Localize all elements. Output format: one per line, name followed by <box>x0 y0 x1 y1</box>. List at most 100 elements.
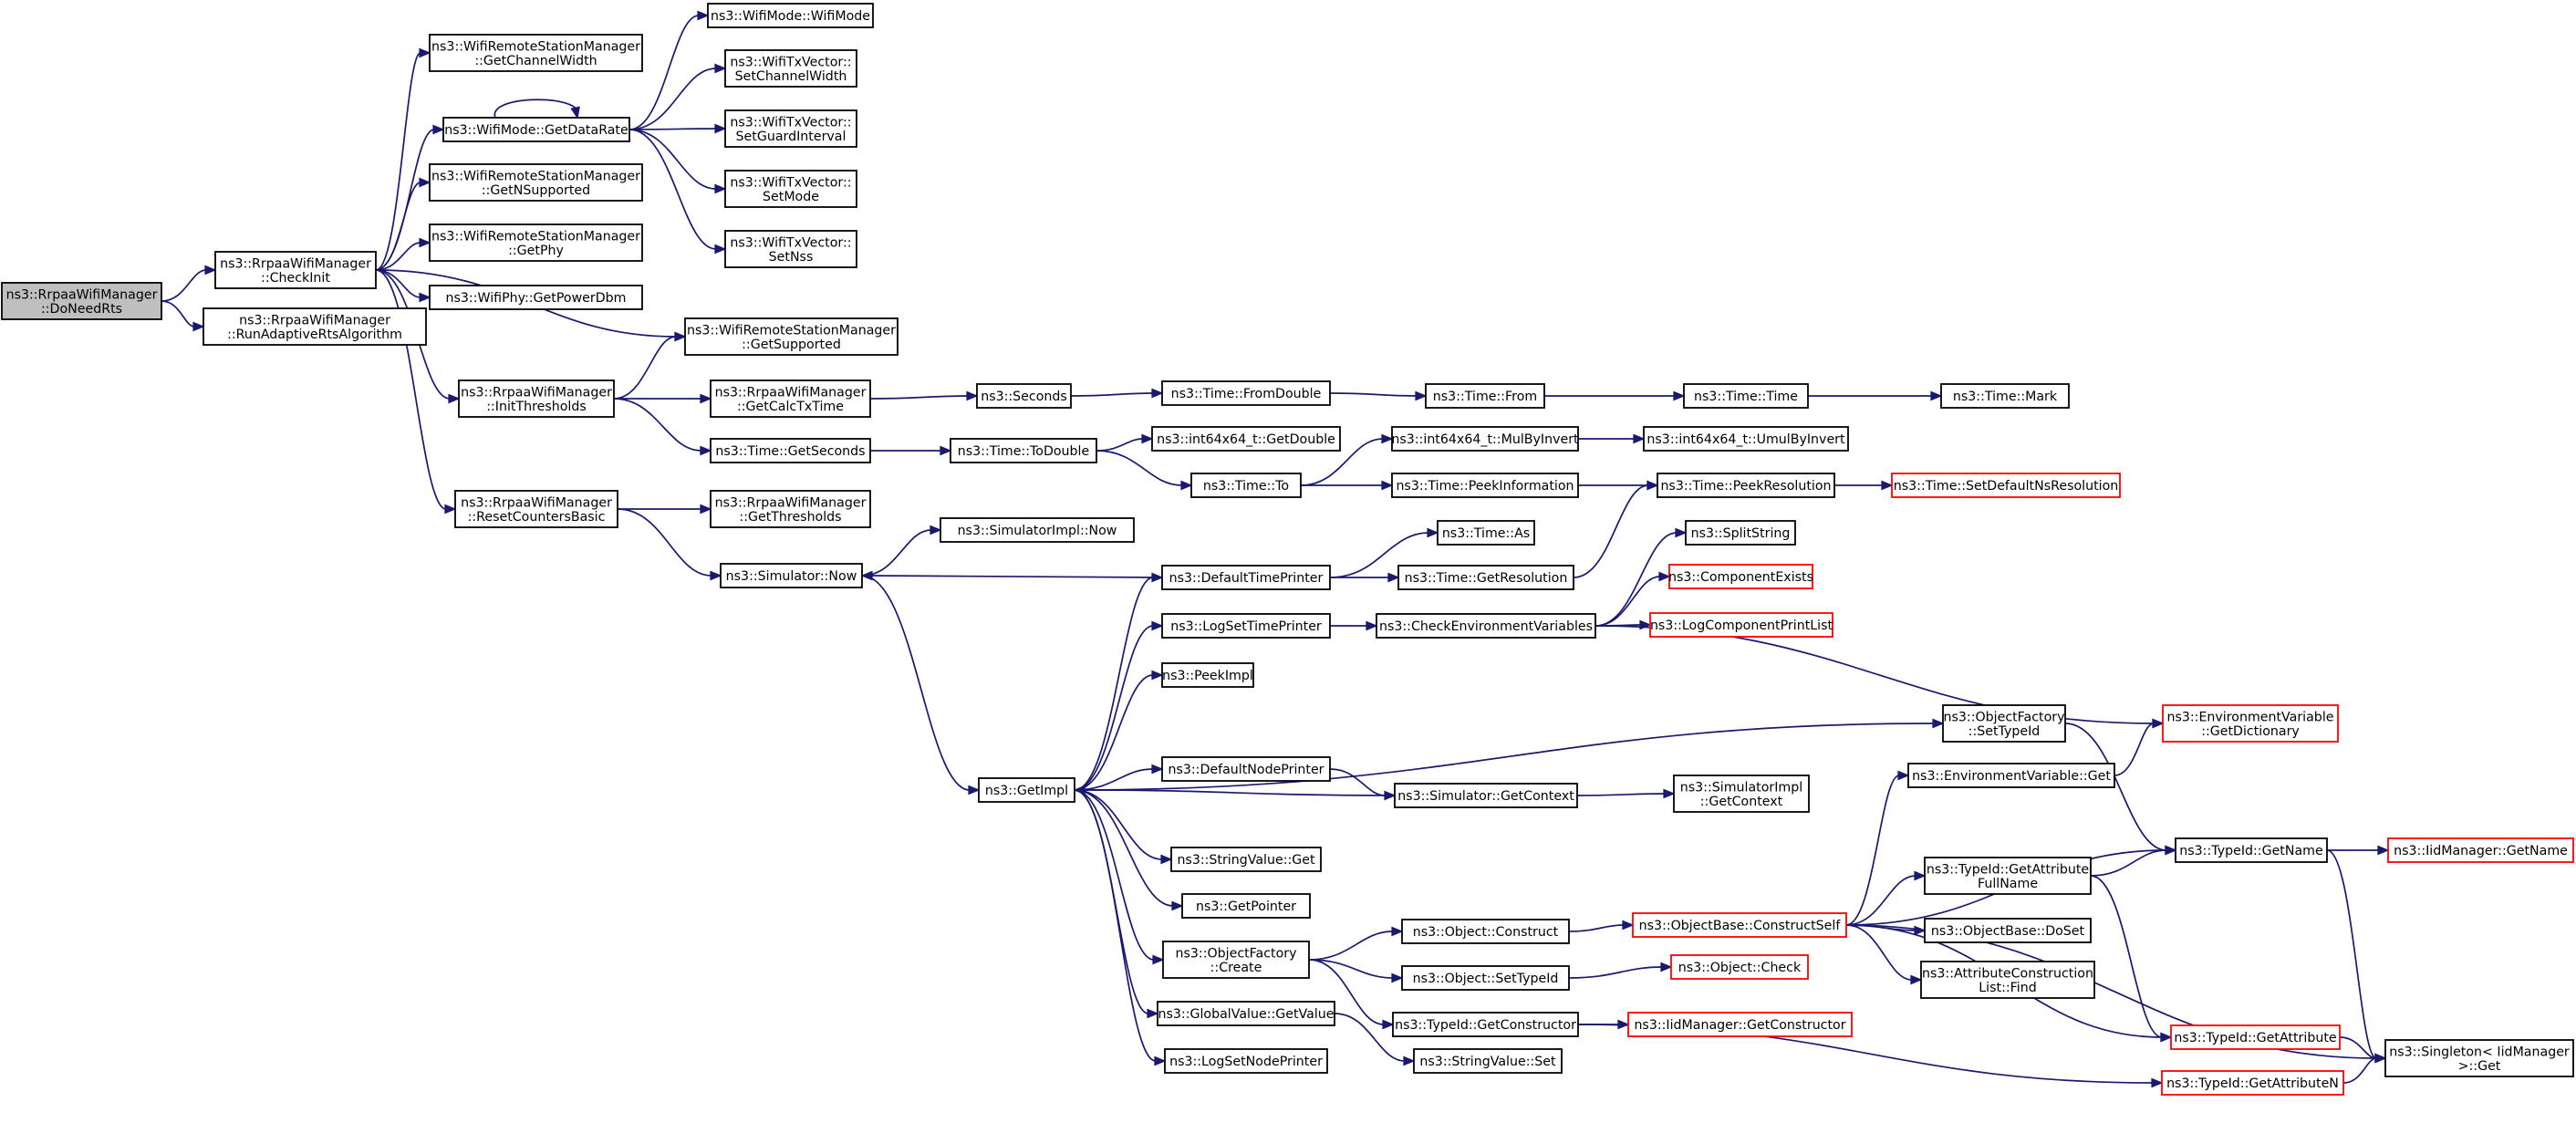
function-node-n68[interactable]: ns3::Singleton< IidManager >::Get <box>2384 1039 2574 1077</box>
node-label: ::GetThresholds <box>739 510 841 525</box>
function-node-n39[interactable]: ns3::Time::As <box>1437 520 1535 546</box>
function-node-n66[interactable]: ns3::EnvironmentVariable::GetDictionary <box>2162 704 2339 743</box>
node-box <box>429 285 643 310</box>
edge-line <box>2326 849 2377 1059</box>
edge-line <box>628 129 717 190</box>
node-label: ns3::ObjectFactory <box>1944 710 2065 724</box>
function-node-n38[interactable]: ns3::Time::PeekInformation <box>1391 473 1579 498</box>
node-label: ns3::RrpaaWifiManager <box>220 256 371 271</box>
node-label: SetNss <box>769 250 814 265</box>
function-node-n47[interactable]: ns3::StringValue::Set <box>1413 1048 1563 1074</box>
function-node-n3[interactable]: ns3::WifiRemoteStationManager::GetChanne… <box>429 34 643 72</box>
function-node-n0[interactable]: ns3::RrpaaWifiManager::DoNeedRts <box>1 282 162 320</box>
function-node-n5[interactable]: ns3::WifiRemoteStationManager::GetNSuppo… <box>429 163 643 202</box>
node-label: ns3::ObjectFactory <box>1176 946 1297 961</box>
function-node-n32[interactable]: ns3::GetPointer <box>1181 893 1311 919</box>
edge-arrowhead <box>2152 718 2165 729</box>
function-node-n26[interactable]: ns3::Time::To <box>1190 473 1302 498</box>
function-node-n43[interactable]: ns3::Simulator::GetContext <box>1394 783 1578 808</box>
function-node-n15[interactable]: ns3::WifiTxVector::SetNss <box>724 230 857 268</box>
function-node-n14[interactable]: ns3::WifiTxVector::SetMode <box>724 170 857 208</box>
function-node-n42[interactable]: ns3::ObjectFactory::SetTypeId <box>1942 704 2066 743</box>
call-edge-n27-n19 <box>860 570 1163 581</box>
function-node-n8[interactable]: ns3::WifiRemoteStationManager::GetSuppor… <box>684 317 898 356</box>
call-edge-n19-n23 <box>861 575 981 795</box>
call-edge-n44-n56 <box>1568 920 1635 932</box>
function-node-n18[interactable]: ns3::RrpaaWifiManager::GetThresholds <box>710 490 871 528</box>
function-node-n49[interactable]: ns3::int64x64_t::UmulByInvert <box>1643 426 1849 452</box>
node-label: ::SetTypeId <box>1968 724 2041 739</box>
function-node-n7[interactable]: ns3::WifiPhy::GetPowerDbm <box>429 285 643 310</box>
edge-arrowhead <box>674 331 687 342</box>
node-label: SetChannelWidth <box>735 69 847 84</box>
function-node-n56[interactable]: ns3::ObjectBase::ConstructSelf <box>1632 912 1847 938</box>
node-box <box>1627 1012 1853 1037</box>
call-edge-n43-n54 <box>1576 788 1676 799</box>
function-node-n12[interactable]: ns3::WifiTxVector::SetChannelWidth <box>724 49 857 88</box>
function-node-n27[interactable]: ns3::DefaultTimePrinter <box>1161 565 1331 590</box>
function-node-n59[interactable]: ns3::Time::Mark <box>1940 383 2070 409</box>
function-node-n55[interactable]: ns3::EnvironmentVariable::Get <box>1907 763 2115 788</box>
function-node-n4[interactable]: ns3::WifiMode::GetDataRate <box>442 117 630 142</box>
function-node-n25[interactable]: ns3::int64x64_t::GetDouble <box>1151 426 1341 452</box>
function-node-n40[interactable]: ns3::Time::GetResolution <box>1397 565 1574 590</box>
function-node-n6[interactable]: ns3::WifiRemoteStationManager::GetPhy <box>429 224 643 262</box>
function-node-n11[interactable]: ns3::WifiMode::WifiMode <box>707 3 874 28</box>
function-node-n44[interactable]: ns3::Object::Construct <box>1401 919 1570 944</box>
function-node-n9[interactable]: ns3::RrpaaWifiManager::InitThresholds <box>458 380 615 418</box>
node-box <box>710 490 871 528</box>
function-node-n21[interactable]: ns3::Time::ToDouble <box>950 438 1097 463</box>
function-node-n41[interactable]: ns3::CheckEnvironmentVariables <box>1376 613 1596 639</box>
function-node-n24[interactable]: ns3::Time::FromDouble <box>1161 380 1331 406</box>
function-node-n67[interactable]: ns3::TypeId::GetName <box>2175 837 2328 863</box>
function-node-n23[interactable]: ns3::GetImpl <box>978 777 1075 803</box>
function-node-n57[interactable]: ns3::Object::Check <box>1670 954 1809 980</box>
call-edge-n24-n36 <box>1329 390 1428 401</box>
node-label: ns3::LogSetTimePrinter <box>1170 619 1322 634</box>
function-node-n45[interactable]: ns3::Object::SetTypeId <box>1401 965 1570 991</box>
function-node-n29[interactable]: ns3::PeekImpl <box>1161 662 1254 688</box>
function-node-n20[interactable]: ns3::Seconds <box>976 383 1072 409</box>
edge-line <box>375 269 447 510</box>
function-node-n31[interactable]: ns3::StringValue::Get <box>1170 847 1322 872</box>
function-node-n53[interactable]: ns3::LogComponentPrintList <box>1649 612 1833 638</box>
function-node-n2[interactable]: ns3::RrpaaWifiManager::RunAdaptiveRtsAlg… <box>203 307 427 346</box>
call-edge-n1-n10 <box>375 269 457 515</box>
function-node-n69[interactable]: ns3::IidManager::GetName <box>2387 837 2574 863</box>
function-node-n54[interactable]: ns3::SimulatorImpl::GetContext <box>1673 775 1810 813</box>
function-node-n48[interactable]: ns3::Time::Time <box>1683 383 1809 409</box>
node-label: ns3::TypeId::GetAttribute <box>1927 862 2089 877</box>
function-node-n28[interactable]: ns3::LogSetTimePrinter <box>1161 613 1331 639</box>
function-node-n46[interactable]: ns3::TypeId::GetConstructor <box>1392 1012 1579 1037</box>
function-node-n51[interactable]: ns3::SplitString <box>1685 520 1796 546</box>
function-node-n19[interactable]: ns3::Simulator::Now <box>720 563 863 588</box>
function-node-n33[interactable]: ns3::ObjectFactory::Create <box>1162 941 1310 979</box>
function-node-n10[interactable]: ns3::RrpaaWifiManager::ResetCountersBasi… <box>454 490 618 528</box>
function-node-n50[interactable]: ns3::Time::PeekResolution <box>1657 473 1835 498</box>
function-node-n64[interactable]: ns3::TypeId::GetAttribute <box>2170 1024 2341 1050</box>
node-box <box>978 777 1075 803</box>
function-node-n60[interactable]: ns3::Time::SetDefaultNsResolution <box>1891 473 2121 498</box>
function-node-n30[interactable]: ns3::DefaultNodePrinter <box>1161 756 1331 782</box>
node-label: ns3::LogComponentPrintList <box>1650 619 1833 633</box>
function-node-n1[interactable]: ns3::RrpaaWifiManager::CheckInit <box>214 251 377 289</box>
function-node-n13[interactable]: ns3::WifiTxVector::SetGuardInterval <box>724 109 857 148</box>
function-node-n36[interactable]: ns3::Time::From <box>1425 383 1545 409</box>
function-node-n52[interactable]: ns3::ComponentExists <box>1668 564 1813 589</box>
function-node-n37[interactable]: ns3::int64x64_t::MulByInvert <box>1391 426 1579 452</box>
function-node-n34[interactable]: ns3::GlobalValue::GetValue <box>1157 1001 1335 1026</box>
function-node-n17[interactable]: ns3::Time::GetSeconds <box>710 438 871 463</box>
function-node-n62[interactable]: ns3::ObjectBase::DoSet <box>1924 918 2092 943</box>
node-box <box>2384 1039 2574 1077</box>
edge-arrowhead <box>1658 571 1671 582</box>
function-node-n65[interactable]: ns3::TypeId::GetAttributeN <box>2161 1070 2344 1096</box>
node-label: ns3::Object::Construct <box>1413 925 1559 940</box>
call-edge-n4-n12 <box>628 63 727 130</box>
function-node-n22[interactable]: ns3::SimulatorImpl::Now <box>940 517 1135 543</box>
function-node-n16[interactable]: ns3::RrpaaWifiManager::GetCalcTxTime <box>710 380 871 418</box>
function-node-n58[interactable]: ns3::IidManager::GetConstructor <box>1627 1012 1853 1037</box>
function-node-n35[interactable]: ns3::LogSetNodePrinter <box>1164 1048 1328 1074</box>
